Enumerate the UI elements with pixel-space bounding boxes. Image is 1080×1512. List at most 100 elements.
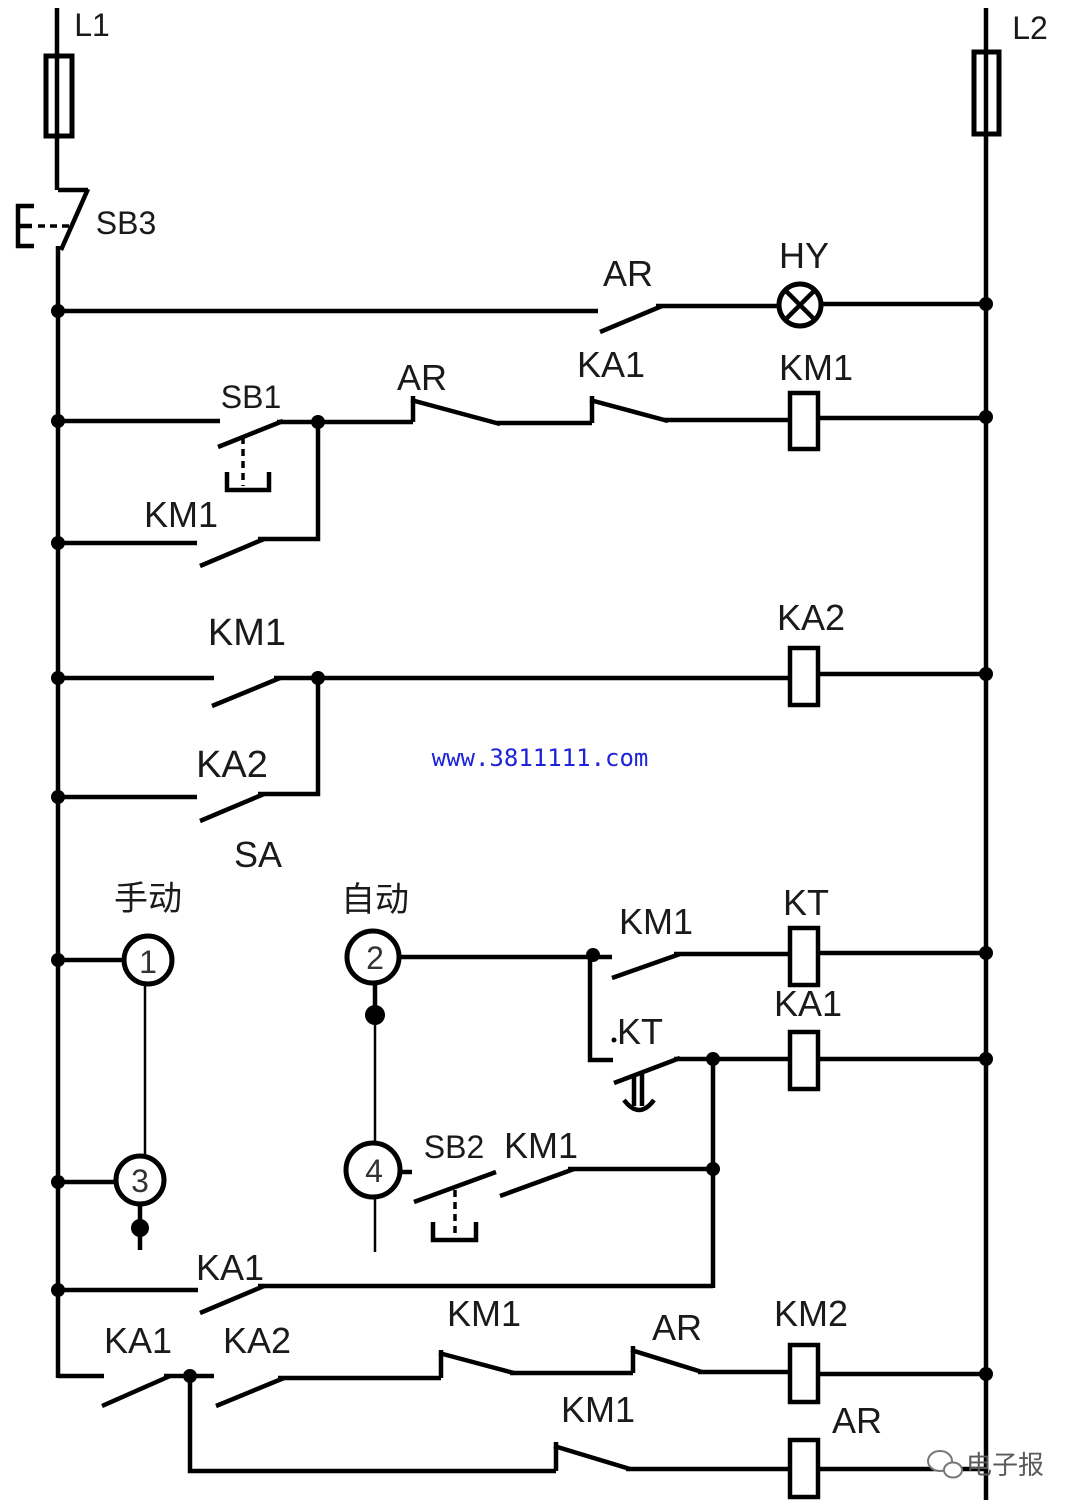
fuse-l2 [971,49,1002,137]
ka1-coil-label: KA1 [774,983,842,1024]
left-rail [54,8,61,1378]
rung-ka1: KT KA1 SB2 KM1 KA1 [51,955,993,1316]
wire [587,955,613,1063]
ar-contact-label: AR [652,1307,702,1348]
rail-label-l1: L1 [74,7,110,43]
km1-no-contact [499,1166,575,1199]
km1-hold-no-contact [199,536,265,569]
wire [187,1376,556,1474]
km2-coil-label: KM2 [774,1293,848,1334]
ka1-hold-label: KA1 [196,1247,264,1288]
ar-coil [787,1437,821,1500]
kt-coil-label: KT [783,882,829,923]
junction-dot [979,667,993,681]
terminal-1 [121,933,175,987]
watermark-url: www.3811111.com [432,744,649,772]
wire [258,678,321,797]
junction-dot [51,1283,65,1297]
selector-dot [131,1219,149,1237]
rung-lamp: AR HY [51,235,993,335]
junction-dot [706,1162,720,1176]
ar-no-contact [599,303,663,335]
stop-button-sb3: SB3 [15,187,156,251]
sb1-push-actuator [224,472,272,493]
kt-delay-mark [622,1073,656,1113]
wechat-bubble-small [943,1461,963,1479]
kt-mark-dot [611,1037,617,1043]
sb2-no-contact [413,1169,497,1205]
junction-dot [51,953,65,967]
junction-dot [51,304,65,318]
junction-dot [979,1367,993,1381]
km1-contact-label: KM1 [561,1389,635,1430]
km1-coil [787,390,821,452]
junction-dot [51,1175,65,1189]
ka2-contact-label: KA2 [223,1320,291,1361]
ka1-hold-no-contact [199,1283,265,1316]
sb2-label: SB2 [424,1129,484,1165]
km1-nc-contact [438,1350,515,1378]
km1-contact-label: KM1 [447,1293,521,1334]
wechat-icon [927,1450,963,1479]
sb3-contact [58,187,91,251]
ar-contact-label: AR [603,253,653,294]
rung-km1: SB1 AR KA1 KM1 KM1 [51,344,993,569]
rung-ar: KM1 AR [187,1376,986,1500]
rung-kt: KM1 KT [399,882,993,988]
junction-dot [979,297,993,311]
selector-switch-sa: SA 手动 自动 1 3 2 4 [51,834,409,1252]
kt-timed-no-contact [613,1055,681,1086]
ka2-no-contact [215,1375,285,1409]
km2-coil [787,1342,821,1405]
ka1-no-contact [101,1373,171,1409]
rung-ka2: KM1 KA2 KA2 [51,597,993,824]
ka2-coil [787,645,821,708]
junction-dot [979,1052,993,1066]
supply-rails: L1 L2 [43,7,1048,1500]
ka1-nc-contact [589,396,669,424]
source-name: 电子报 [966,1451,1044,1481]
terminal-2-number: 2 [366,940,384,976]
km1-contact-label: KM1 [619,901,693,942]
junction-dot [979,410,993,424]
ar-nc-contact [630,1346,703,1375]
manual-label: 手动 [114,879,182,919]
auto-label: 自动 [341,880,409,920]
junction-dot [51,671,65,685]
hy-lamp-cross [784,289,816,321]
km1-no-contact [211,675,281,709]
km1-no-contact [611,951,681,981]
sa-label: SA [234,834,282,875]
rung-km2: KA1 KA2 KM1 AR KM2 [58,1293,993,1409]
ka2-hold-no-contact [199,791,265,824]
sb3-push-actuator [15,203,34,249]
sb1-no-contact [217,418,284,450]
sb2-push-actuator [430,1222,479,1243]
fuse-l1 [43,53,75,139]
junction-dot [51,414,65,428]
ar-coil-label: AR [832,1400,882,1441]
junction-dot [979,946,993,960]
source-mark: 电子报 [927,1450,1044,1481]
junction-dot [51,536,65,550]
sb3-label: SB3 [96,205,156,241]
sb1-label: SB1 [221,379,281,415]
wire [258,422,321,542]
km1-contact-label: KM1 [504,1125,578,1166]
kt-contact-label: KT [617,1011,663,1052]
rail-label-l2: L2 [1012,10,1048,46]
junction-dot [51,790,65,804]
ka2-hold-label: KA2 [196,744,268,786]
terminal-4-number: 4 [365,1153,383,1189]
hy-lamp-label: HY [779,235,829,276]
km1-contact-label: KM1 [208,612,286,654]
kt-coil [787,925,821,988]
km1-nc-contact [553,1442,631,1472]
ka1-coil [787,1029,821,1092]
ka1-contact-label: KA1 [104,1320,172,1361]
ar-contact-label: AR [397,357,447,398]
ar-nc-contact [410,396,501,427]
terminal-3-number: 3 [131,1163,149,1199]
